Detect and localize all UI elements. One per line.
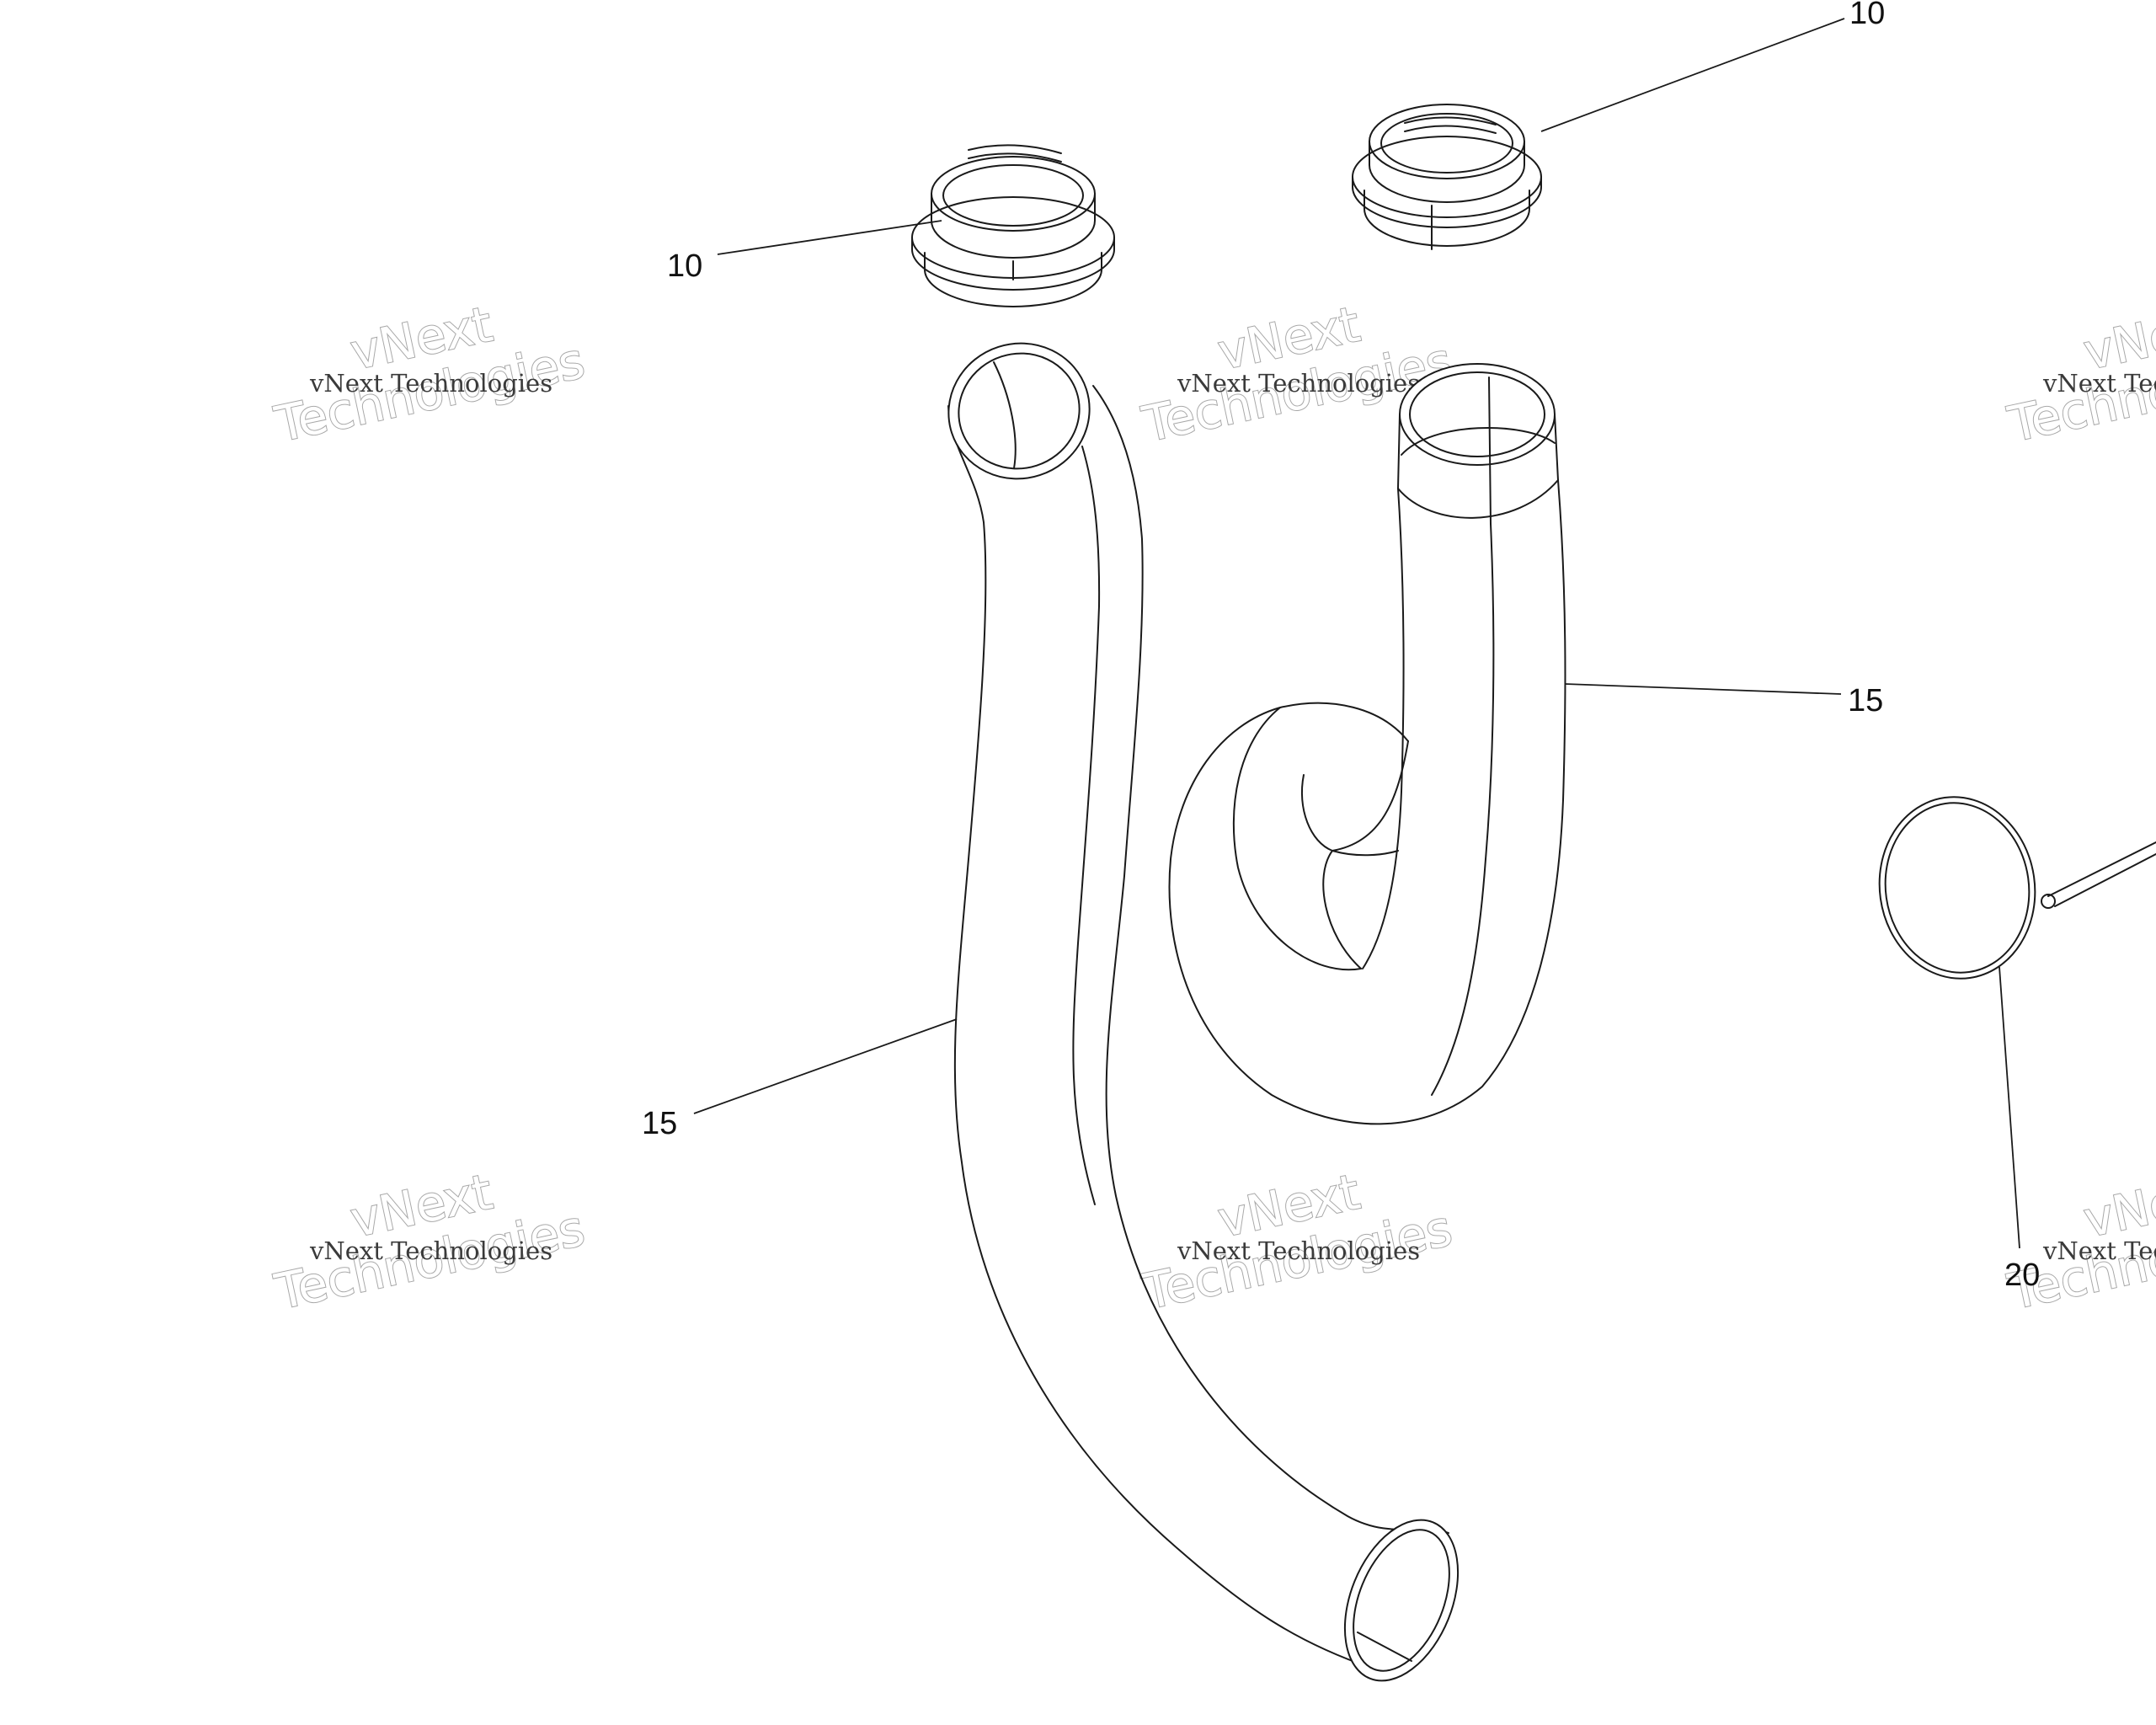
grommet-icon [911, 144, 1115, 307]
callout-15-right: 15 [1848, 683, 1883, 718]
leader-line-10-right [1540, 18, 1845, 132]
watermark-top-right: vNext Technologies vNext Technologies [2002, 295, 2156, 454]
watermark-small-text: vNext Technologies [309, 369, 552, 398]
grommet-icon [1352, 104, 1542, 250]
watermark-small-text: vNext Technologies [2042, 369, 2156, 398]
callout-10-right: 10 [1849, 0, 1885, 31]
watermark-small-text: vNext Technologies [1177, 369, 1420, 398]
leader-line-15-right [1564, 683, 1842, 695]
watermark-bottom-left: vNext Technologies vNext Technologies [269, 1162, 590, 1322]
watermark-small-text: vNext Technologies [1177, 1236, 1420, 1265]
clamp-icon [1878, 796, 2156, 980]
leader-line-15-left [693, 1018, 958, 1114]
hose-icon [1168, 363, 1566, 1125]
callout-10-left: 10 [667, 248, 702, 284]
watermark-top-left: vNext Technologies vNext Technologies [269, 295, 590, 454]
watermark-small-text: vNext Technologies [309, 1236, 552, 1265]
leader-line-20 [1999, 966, 2020, 1249]
hose-icon [947, 342, 1460, 1682]
watermark-bottom-right: vNext Technologies vNext Technologies [2002, 1162, 2156, 1322]
callout-20: 20 [2004, 1258, 2040, 1293]
watermark-small-text: vNext Technologies [2042, 1236, 2156, 1265]
leader-line-10-left [717, 220, 942, 255]
callout-15-left: 15 [642, 1106, 677, 1141]
watermark-bottom-center: vNext Technologies vNext Technologies [1136, 1162, 1458, 1322]
